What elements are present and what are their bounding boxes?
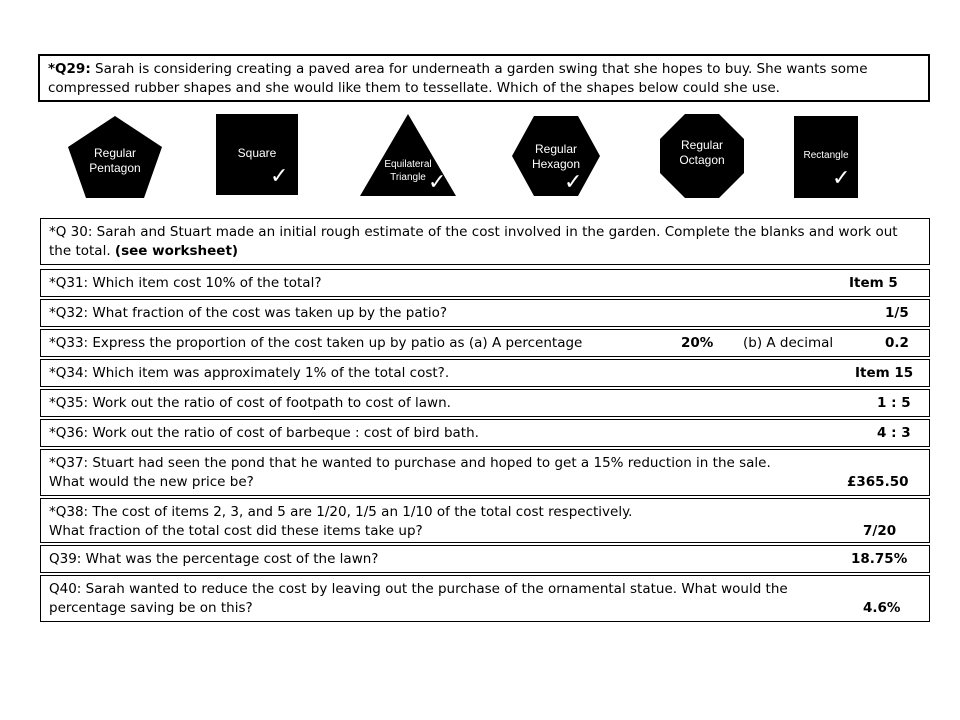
q33-answer-b: 0.2 — [885, 335, 909, 351]
triangle-label-2: Triangle — [390, 172, 426, 183]
q37-box: *Q37: Stuart had seen the pond that he w… — [40, 449, 930, 496]
q34-box: *Q34: Which item was approximately 1% of… — [40, 359, 930, 387]
q29-label: *Q29: — [48, 61, 91, 77]
hexagon-label-2: Hexagon — [531, 157, 581, 171]
regular-pentagon-shape: Regular Pentagon — [68, 116, 162, 198]
equilateral-triangle-shape: Equilateral Triangle ✓ — [360, 114, 456, 196]
rectangle-check-icon: ✓ — [832, 166, 851, 191]
triangle-check-icon: ✓ — [428, 170, 447, 195]
hexagon-check-icon: ✓ — [564, 170, 583, 195]
q39-answer: 18.75% — [851, 551, 908, 567]
hexagon-label-1: Regular — [534, 142, 578, 156]
q30-bold: (see worksheet) — [114, 243, 239, 259]
q33-answer-a: 20% — [681, 335, 714, 351]
pentagon-label-1: Regular — [93, 146, 137, 160]
q37-line2: What would the new price be? — [49, 474, 254, 490]
q38-line1: *Q38: The cost of items 2, 3, and 5 are … — [49, 504, 633, 520]
q38-line2: What fraction of the total cost did thes… — [49, 523, 423, 539]
q32-answer: 1/5 — [885, 305, 909, 321]
q33-box: *Q33: Express the proportion of the cost… — [40, 329, 930, 357]
q39-text: Q39: What was the percentage cost of the… — [49, 550, 379, 567]
q40-answer: 4.6% — [863, 600, 901, 616]
q29-box: *Q29: Sarah is considering creating a pa… — [38, 54, 930, 102]
q36-answer: 4 : 3 — [877, 425, 911, 441]
q40-line2: percentage saving be on this? — [49, 600, 253, 616]
square-shape: Square ✓ — [216, 114, 298, 195]
square-label: Square — [237, 146, 277, 160]
q40-line1: Q40: Sarah wanted to reduce the cost by … — [49, 581, 788, 597]
q30-text: *Q 30: Sarah and Stuart made an initial … — [49, 224, 898, 259]
octagon-label-1: Regular — [680, 138, 724, 152]
q36-text: *Q36: Work out the ratio of cost of barb… — [49, 424, 479, 441]
q40-box: Q40: Sarah wanted to reduce the cost by … — [40, 575, 930, 622]
regular-hexagon-shape: Regular Hexagon ✓ — [512, 116, 600, 196]
q31-text: *Q31: Which item cost 10% of the total? — [49, 274, 322, 291]
pentagon-label-2: Pentagon — [89, 161, 141, 175]
q36-box: *Q36: Work out the ratio of cost of barb… — [40, 419, 930, 447]
q38-answer: 7/20 — [863, 523, 897, 539]
regular-octagon-shape: Regular Octagon — [660, 114, 744, 198]
q30-box: *Q 30: Sarah and Stuart made an initial … — [40, 218, 930, 265]
octagon-label-2: Octagon — [679, 153, 725, 167]
rectangle-shape: Rectangle ✓ — [794, 116, 858, 198]
q38-box: *Q38: The cost of items 2, 3, and 5 are … — [40, 498, 930, 543]
q35-box: *Q35: Work out the ratio of cost of foot… — [40, 389, 930, 417]
q34-text: *Q34: Which item was approximately 1% of… — [49, 364, 450, 381]
q29-text: Sarah is considering creating a paved ar… — [48, 61, 868, 96]
q31-box: *Q31: Which item cost 10% of the total? … — [40, 269, 930, 297]
q39-box: Q39: What was the percentage cost of the… — [40, 545, 930, 573]
triangle-label-1: Equilateral — [384, 159, 432, 170]
q31-answer: Item 5 — [849, 275, 898, 291]
q37-answer: £365.50 — [847, 474, 909, 490]
square-check-icon: ✓ — [270, 164, 289, 189]
rectangle-label: Rectangle — [803, 150, 849, 161]
q35-answer: 1 : 5 — [877, 395, 911, 411]
q33-mid: (b) A decimal — [743, 335, 834, 351]
q37-line1: *Q37: Stuart had seen the pond that he w… — [49, 455, 771, 471]
q34-answer: Item 15 — [855, 365, 914, 381]
q33-text: *Q33: Express the proportion of the cost… — [49, 334, 583, 351]
q32-text: *Q32: What fraction of the cost was take… — [49, 304, 448, 321]
q32-box: *Q32: What fraction of the cost was take… — [40, 299, 930, 327]
q35-text: *Q35: Work out the ratio of cost of foot… — [49, 394, 451, 411]
